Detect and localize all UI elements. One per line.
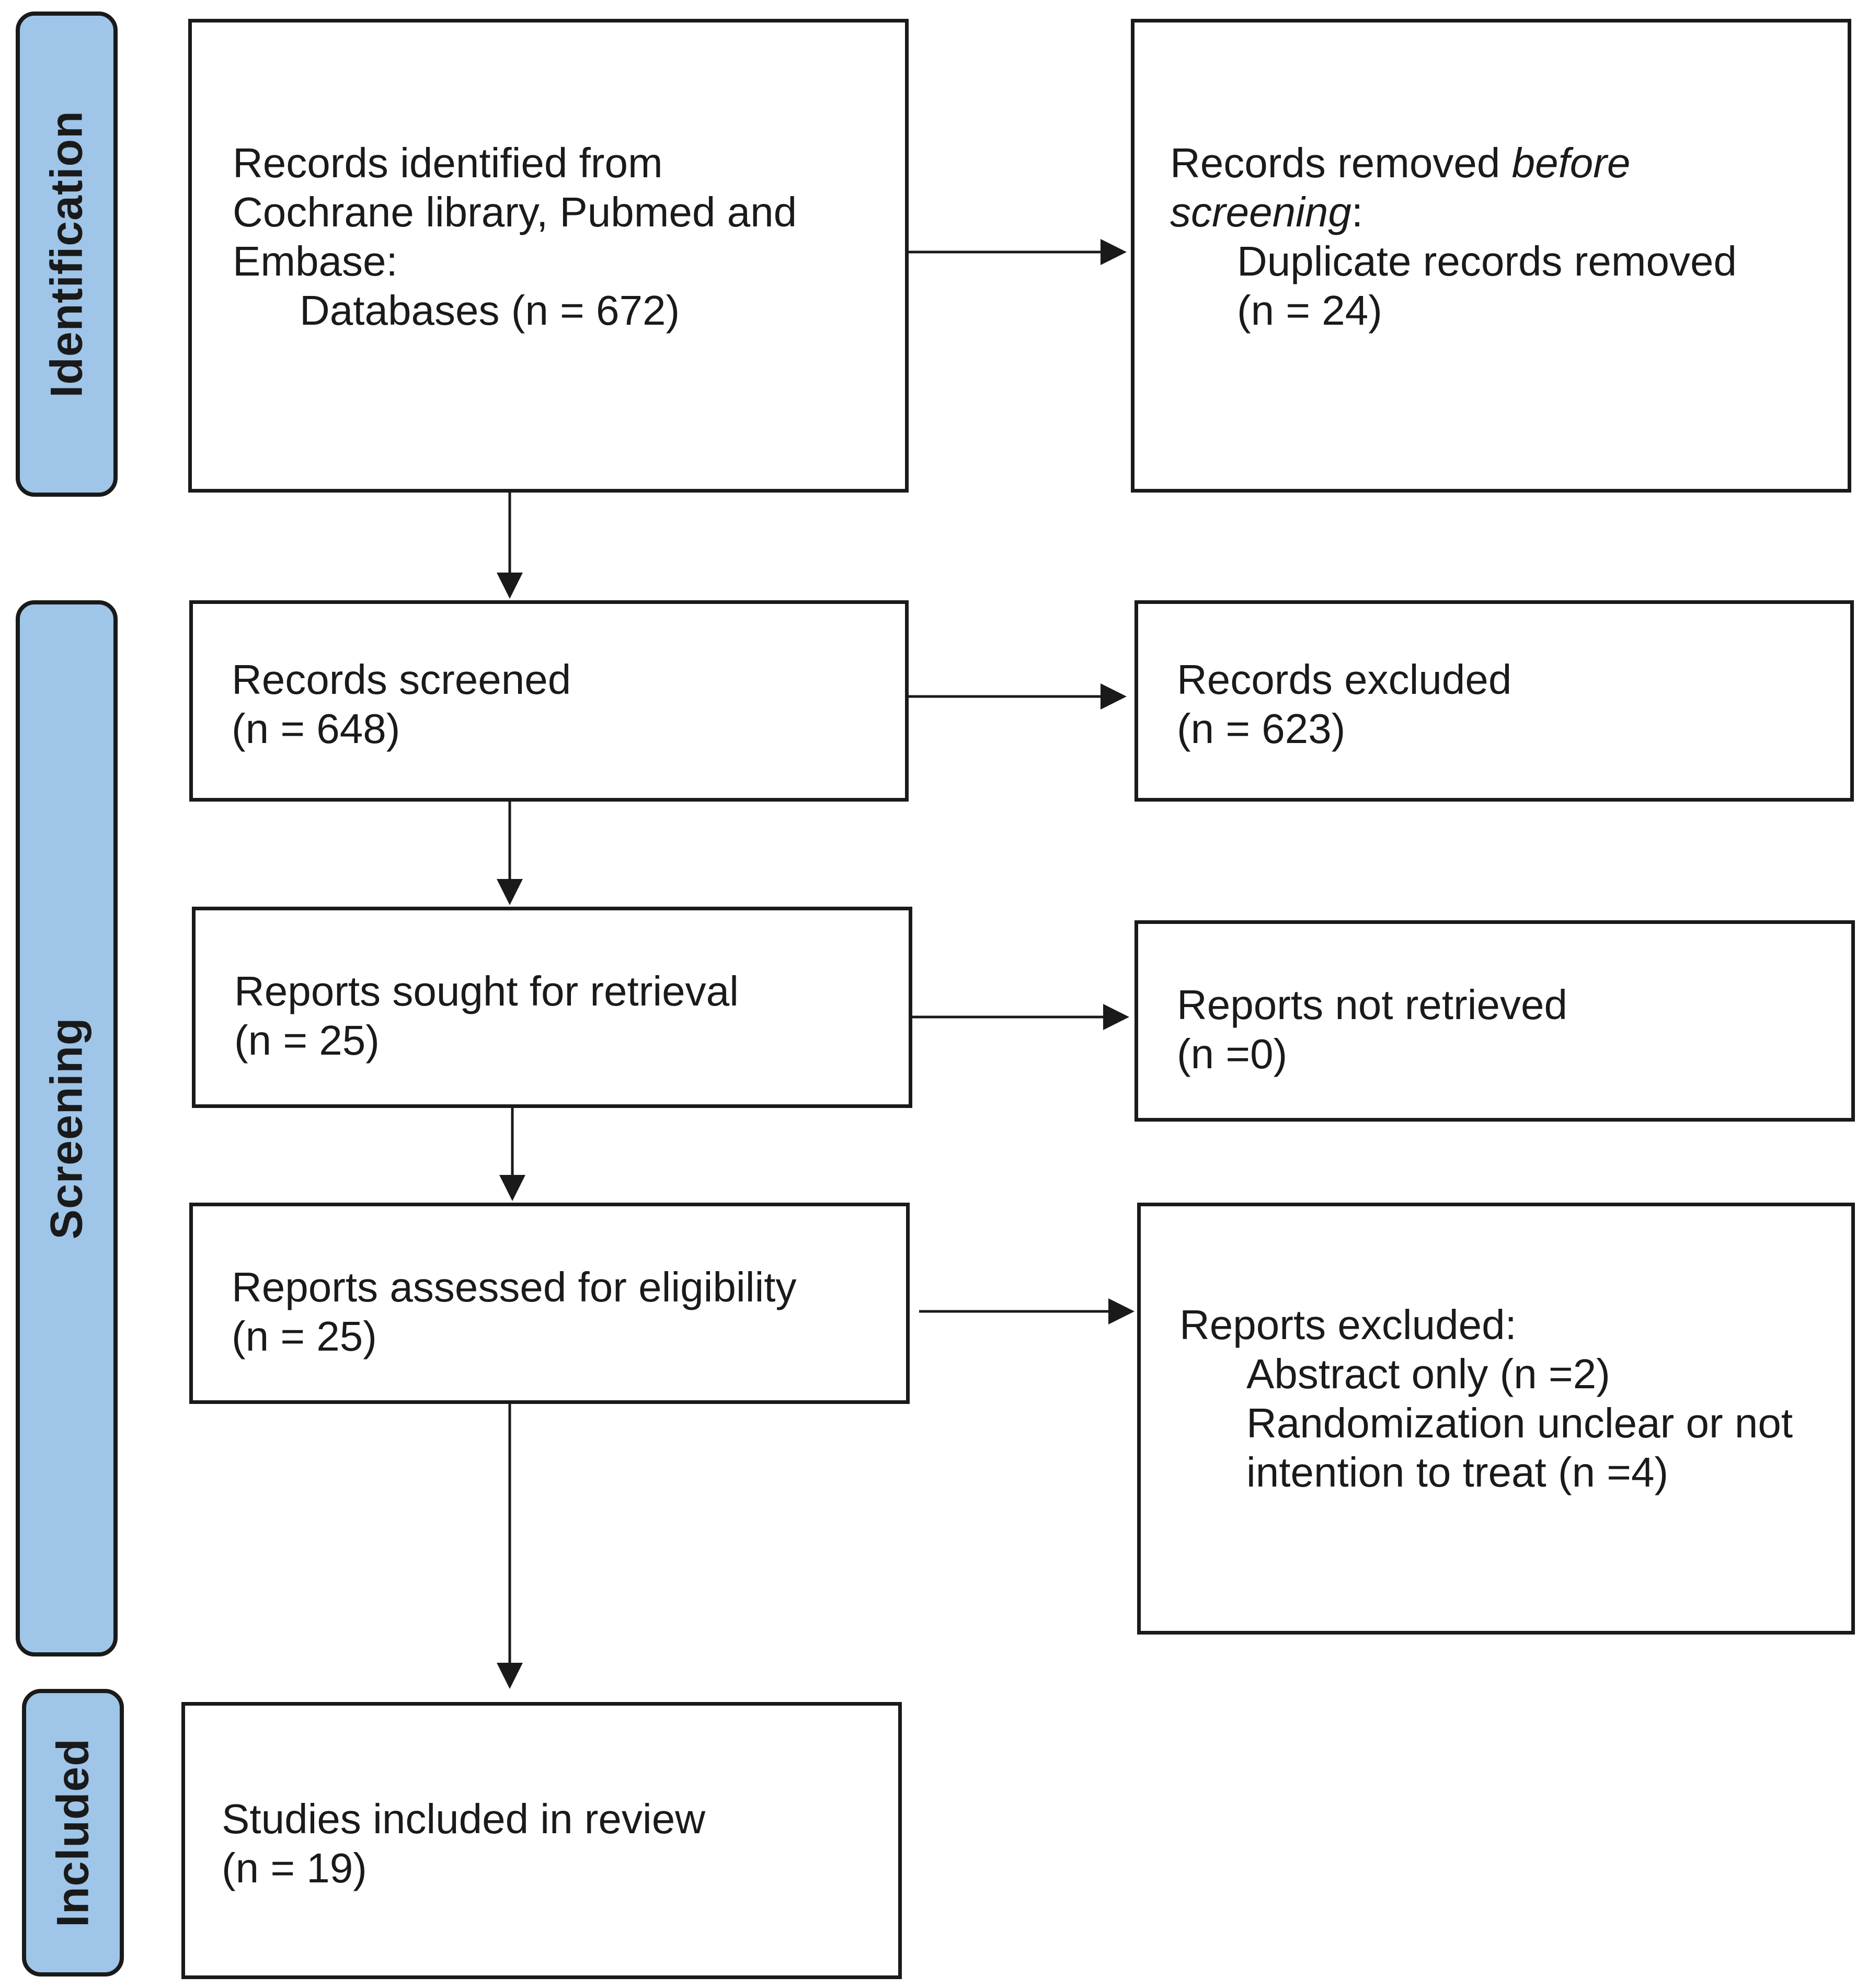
duplicate-records-label: Duplicate records removed — [1237, 238, 1737, 284]
records-excluded-count: (n = 623) — [1177, 705, 1346, 752]
records-screened-label: Records screened — [232, 656, 571, 703]
records-identified-line3: Embase: — [233, 238, 398, 284]
records-identified-line1: Records identified from — [233, 140, 663, 186]
records-identified-line2: Cochrane library, Pubmed and — [233, 189, 797, 235]
reports-excluded-title: Reports excluded: — [1179, 1301, 1517, 1348]
phase-screening: Screening — [16, 600, 118, 1656]
records-excluded-box: Records excluded (n = 623) — [1134, 600, 1854, 802]
reports-assessed-count: (n = 25) — [232, 1313, 377, 1359]
reports-sought-box: Reports sought for retrieval (n = 25) — [192, 907, 912, 1108]
reports-not-retrieved-box: Reports not retrieved (n =0) — [1134, 920, 1855, 1122]
records-screened-count: (n = 648) — [232, 705, 400, 752]
reports-excluded-box: Reports excluded: Abstract only (n =2) R… — [1137, 1203, 1855, 1635]
reports-not-retrieved-count: (n =0) — [1177, 1031, 1288, 1077]
records-identified-databases: Databases (n = 672) — [300, 287, 680, 334]
studies-included-count: (n = 19) — [222, 1845, 367, 1891]
records-screened-box: Records screened (n = 648) — [189, 600, 909, 802]
records-removed-title: Records removed before — [1170, 140, 1631, 186]
abstract-only-reason: Abstract only (n =2) — [1246, 1351, 1610, 1397]
studies-included-label: Studies included in review — [222, 1796, 705, 1842]
randomization-unclear-reason: Randomization unclear or not — [1246, 1400, 1793, 1446]
studies-included-box: Studies included in review (n = 19) — [181, 1702, 902, 1979]
phase-identification: Identification — [16, 12, 118, 497]
reports-sought-count: (n = 25) — [234, 1017, 380, 1064]
records-excluded-label: Records excluded — [1177, 656, 1512, 703]
phase-included: Included — [22, 1689, 124, 1976]
reports-sought-label: Reports sought for retrieval — [234, 968, 739, 1014]
intention-to-treat-reason: intention to treat (n =4) — [1246, 1449, 1669, 1495]
records-identified-box: Records identified from Cochrane library… — [188, 19, 909, 493]
duplicate-records-count: (n = 24) — [1237, 287, 1382, 334]
reports-assessed-label: Reports assessed for eligibility — [232, 1264, 797, 1310]
reports-not-retrieved-label: Reports not retrieved — [1177, 981, 1568, 1028]
reports-assessed-box: Reports assessed for eligibility (n = 25… — [189, 1203, 910, 1404]
records-removed-subtitle: screening: — [1170, 189, 1363, 235]
records-removed-box: Records removed before screening: Duplic… — [1131, 19, 1851, 493]
